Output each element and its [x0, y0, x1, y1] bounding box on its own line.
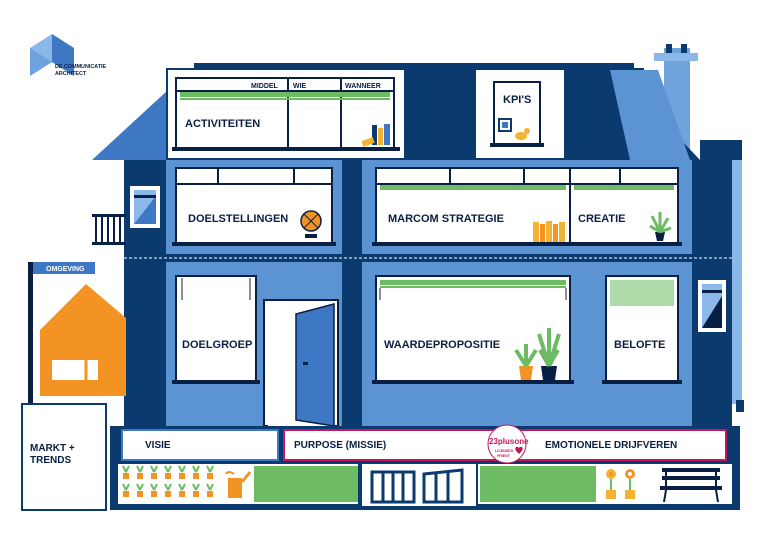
- small-side-window-bottom: [698, 280, 726, 332]
- logo-cube-right: [52, 34, 74, 76]
- balcony: [92, 214, 126, 245]
- label-activiteiten: ACTIVITEITEN: [185, 118, 260, 130]
- label-belofte: BELOFTE: [614, 339, 665, 351]
- header-middel: MIDDEL: [251, 83, 279, 90]
- window-marcom-creatie: MARCOM STRATEGIE CREATIE: [372, 167, 682, 246]
- label-emotionele: EMOTIONELE DRIJFVEREN: [545, 440, 677, 451]
- label-creatie: CREATIE: [578, 213, 625, 225]
- window-doelstellingen: DOELSTELLINGEN: [172, 167, 336, 246]
- label-omgeving: OMGEVING: [46, 266, 85, 273]
- label-markt-line2: TRENDS: [30, 455, 71, 466]
- garden-bench: [660, 468, 722, 503]
- header-wie: WIE: [293, 83, 307, 90]
- window-waardepropositie: WAARDEPROPOSITIE: [372, 275, 574, 384]
- licensed-badge: 23plusone LICENSED FRIENT: [487, 424, 529, 464]
- label-visie: VISIE: [145, 440, 171, 451]
- label-purpose: PURPOSE (MISSIE): [294, 440, 386, 451]
- carrots: [122, 465, 214, 497]
- markt-trends-box: MARKT + TRENDS: [21, 403, 107, 511]
- attic-activiteiten-window: MIDDEL WIE WANNEER ACTIVITEITEN: [168, 70, 404, 158]
- small-side-window-top: [130, 186, 160, 228]
- omgeving-sign: OMGEVING: [28, 262, 95, 424]
- foundation: VISIE PURPOSE (MISSIE) EMOTIONELE DRIJFV…: [110, 424, 740, 510]
- garden-gate: [362, 464, 476, 506]
- badge-sub1: LICENSED: [495, 449, 514, 453]
- label-waardepropositie: WAARDEPROPOSITIE: [384, 339, 500, 351]
- neighbour-house: [40, 284, 126, 396]
- label-marcom-strategie: MARCOM STRATEGIE: [388, 213, 504, 225]
- flowers: [606, 469, 635, 499]
- front-door: [263, 299, 339, 427]
- attic-kpis-window: KPI'S: [476, 70, 564, 158]
- logo-line2: ARCHITECT: [55, 71, 87, 77]
- watering-can: [225, 471, 252, 498]
- badge-sub2: FRIENT: [497, 454, 511, 458]
- label-markt-line1: MARKT +: [30, 443, 75, 454]
- header-wanneer: WANNEER: [345, 83, 381, 90]
- window-belofte: BELOFTE: [602, 275, 682, 384]
- logo-line1: DE COMMUNICATIE: [55, 64, 107, 70]
- badge-number: 23plusone: [489, 437, 529, 446]
- label-doelstellingen: DOELSTELLINGEN: [188, 213, 288, 225]
- window-doelgroep: DOELGROEP: [172, 275, 260, 384]
- logo: DE COMMUNICATIE ARCHITECT: [30, 34, 107, 77]
- label-doelgroep: DOELGROEP: [182, 339, 252, 351]
- label-kpis: KPI'S: [503, 94, 531, 106]
